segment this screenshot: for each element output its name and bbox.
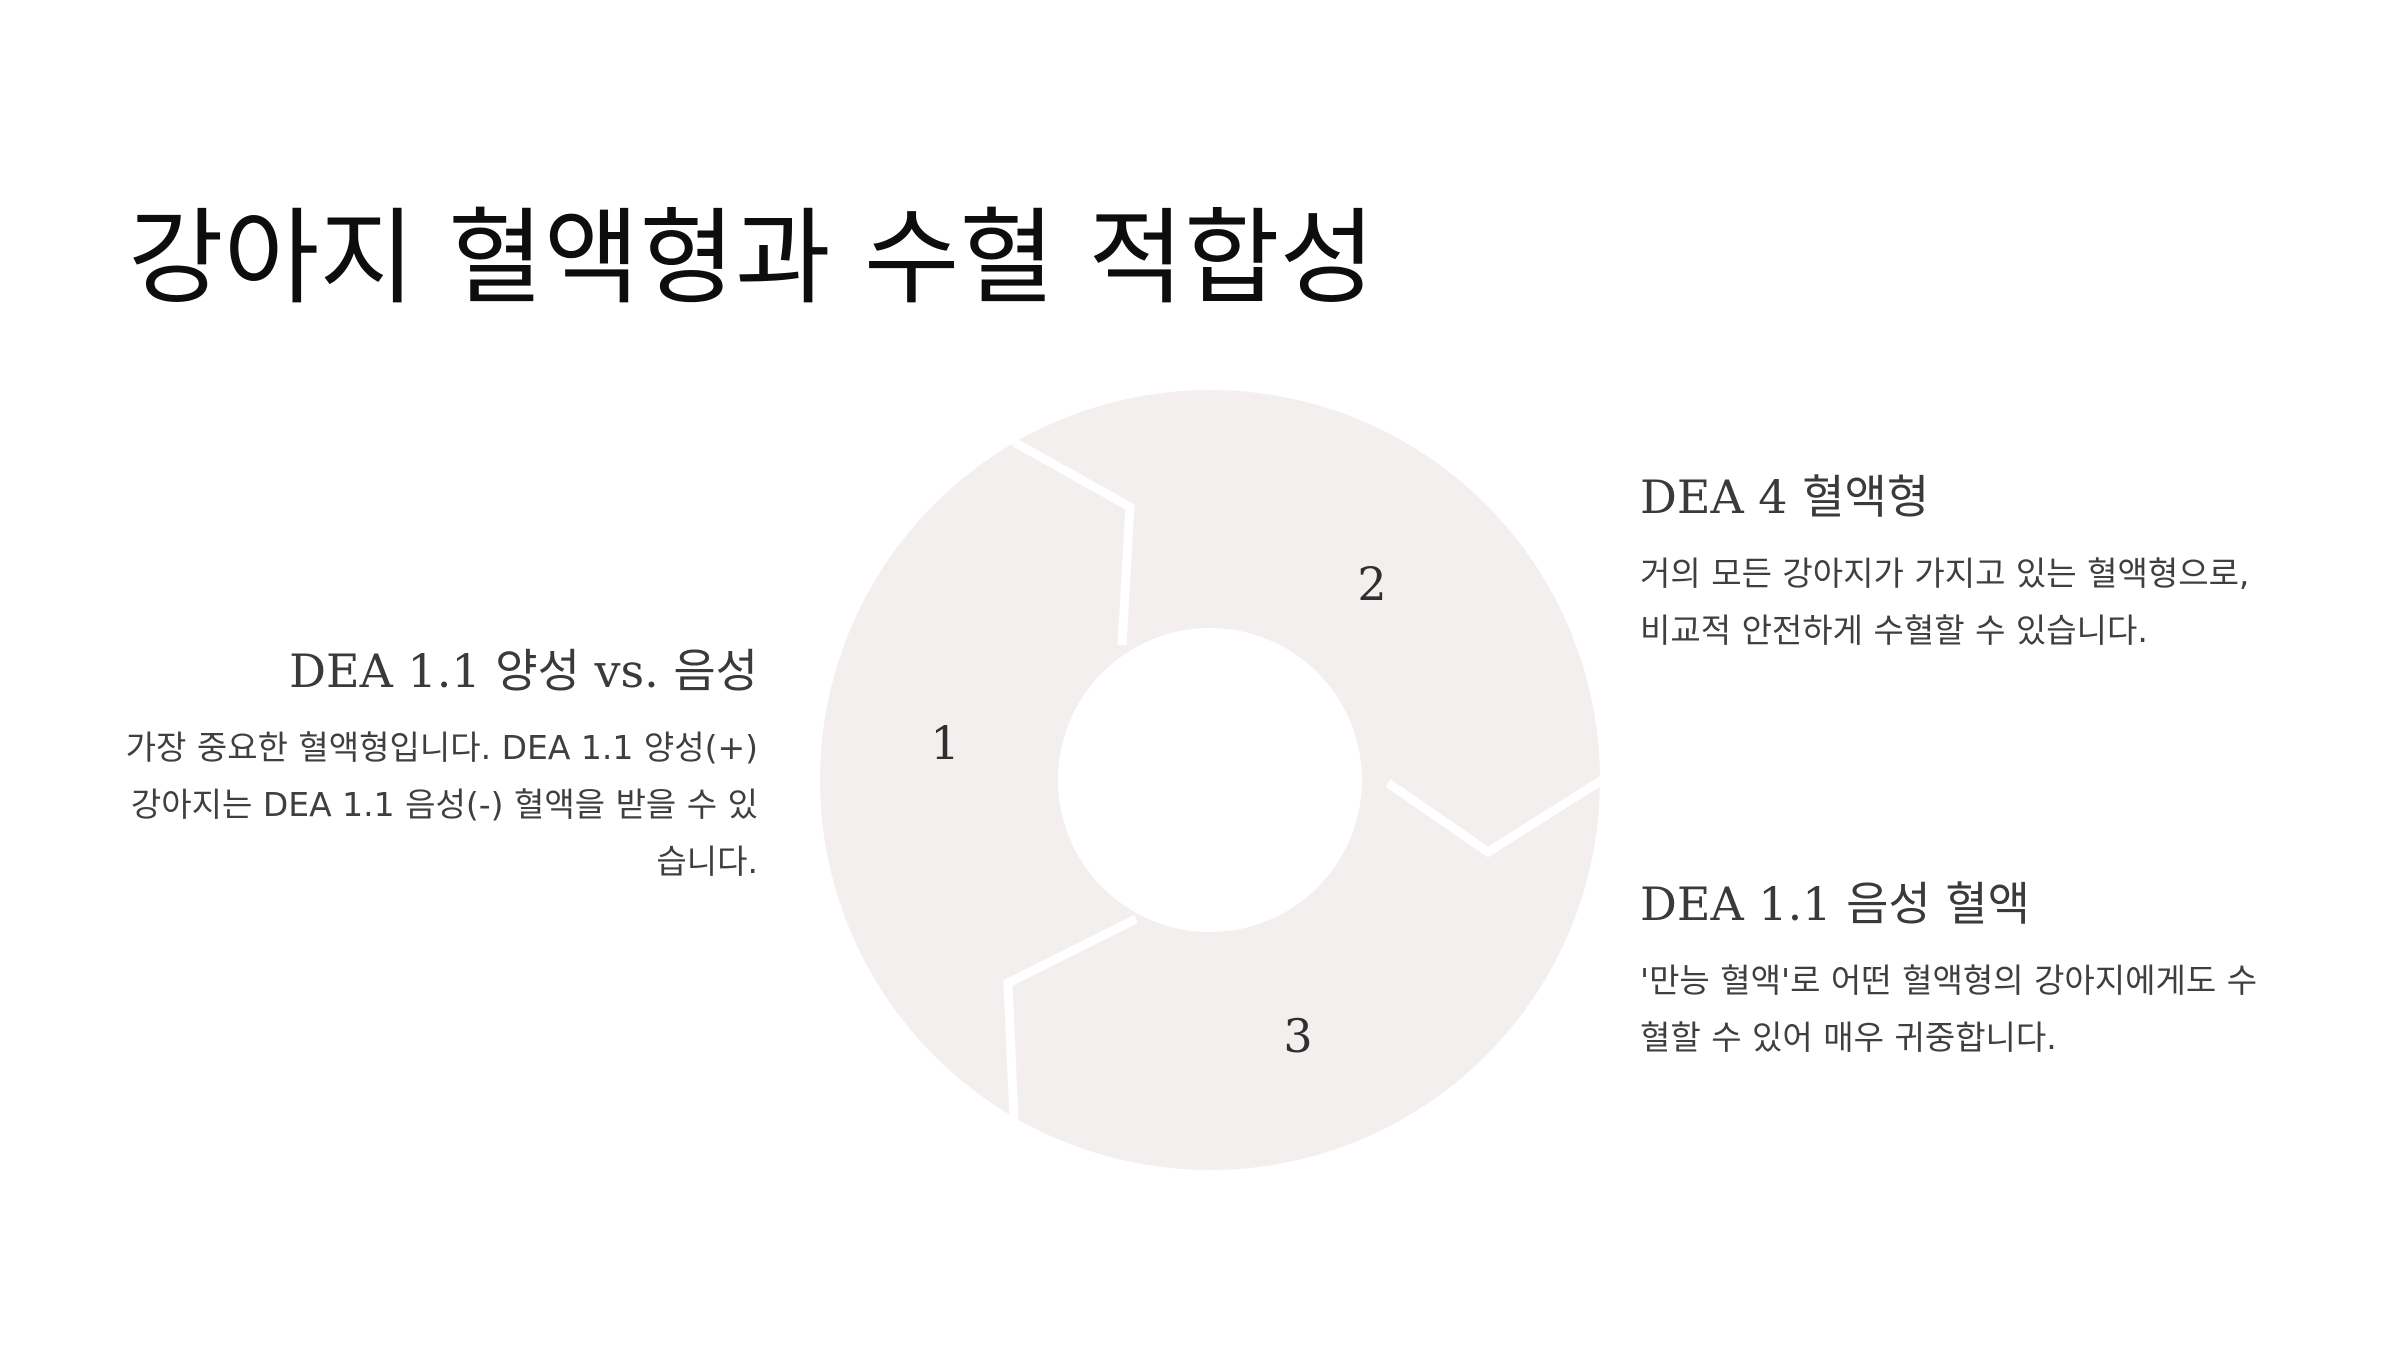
info-block-dea11-negative-blood: DEA 1.1 음성 혈액 '만능 혈액'로 어떤 혈액형의 강아지에게도 수혈…: [1640, 877, 2280, 1066]
block-text: '만능 혈액'로 어떤 혈액형의 강아지에게도 수혈할 수 있어 매우 귀중합니…: [1640, 961, 2258, 1058]
cycle-separator-1: [1011, 438, 1135, 646]
block-heading: DEA 4 혈액형: [1640, 470, 1930, 524]
page-title: 강아지 혈액형과 수혈 적합성: [128, 197, 1376, 319]
block-text: 가장 중요한 혈액형입니다. DEA 1.1 양성(+) 강아지는 DEA 1.…: [125, 728, 758, 882]
cycle-step-3-number: 3: [1283, 1009, 1312, 1063]
cycle-diagram: 1 2 3: [820, 390, 1600, 1170]
block-text: 거의 모든 강아지가 가지고 있는 혈액형으로, 비교적 안전하게 수혈할 수 …: [1640, 554, 2250, 651]
cycle-step-2-number: 2: [1357, 557, 1386, 611]
cycle-separator-2: [1385, 775, 1600, 858]
cycle-center-hole: [1058, 628, 1362, 932]
block-heading: DEA 1.1 양성 vs. 음성: [289, 644, 758, 698]
cycle-step-1-number: 1: [930, 716, 959, 770]
cycle-separator-3: [1003, 914, 1139, 1121]
info-block-dea4: DEA 4 혈액형 거의 모든 강아지가 가지고 있는 혈액형으로, 비교적 안…: [1640, 470, 2280, 659]
block-heading: DEA 1.1 음성 혈액: [1640, 877, 2030, 931]
info-block-dea11-positive-negative: DEA 1.1 양성 vs. 음성 가장 중요한 혈액형입니다. DEA 1.1…: [118, 644, 758, 890]
